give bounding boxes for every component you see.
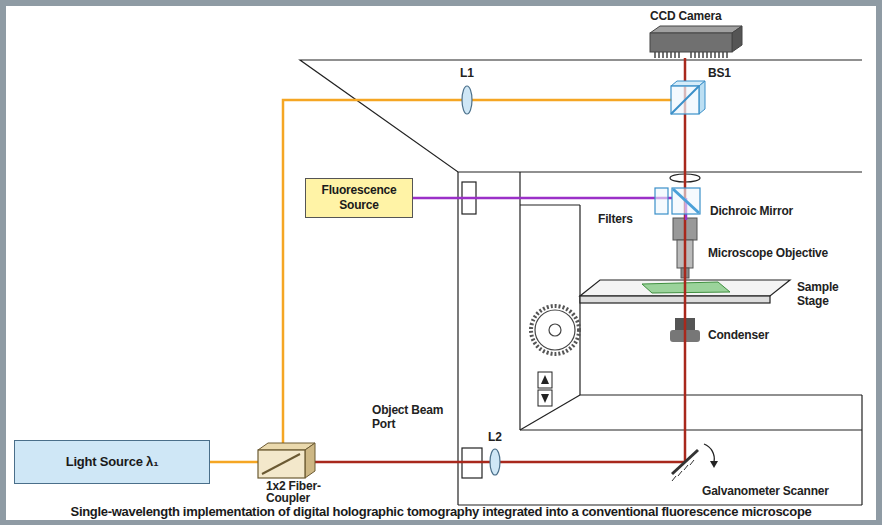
ccd-camera	[650, 26, 742, 33]
fiber-coupler	[262, 454, 300, 474]
arrow-button	[541, 375, 549, 384]
part-label: Object Beam Port	[372, 403, 456, 431]
fiber-coupler	[305, 443, 315, 478]
rotation-arrow	[704, 444, 714, 462]
lens	[490, 449, 500, 475]
figure-caption: Single-wavelength implementation of digi…	[8, 505, 874, 519]
box-label: Fluorescence Source	[314, 183, 404, 213]
arrow-button	[541, 394, 549, 403]
red-beam	[684, 58, 687, 462]
beam-splitter	[671, 86, 699, 114]
arrow-button	[538, 372, 552, 388]
fluorescence-beam	[413, 197, 672, 200]
part-label: Sample Stage	[797, 280, 859, 308]
part-label: Dichroic Mirror	[710, 204, 793, 218]
source-box: Fluorescence Source	[305, 178, 413, 218]
rotation-arrow	[710, 461, 718, 468]
focus-knob	[535, 310, 575, 350]
beam-splitter	[699, 81, 705, 114]
ccd-camera	[650, 33, 732, 52]
part-label: CCD Camera	[650, 9, 721, 23]
arrow-button	[538, 390, 552, 406]
box-label: Light Source λ₁	[66, 454, 159, 470]
part-label: L1	[460, 66, 474, 80]
sample-stage	[580, 296, 770, 303]
part-label: BS1	[708, 66, 731, 80]
part-label: Galvanometer Scanner	[702, 484, 829, 498]
ccd-camera	[732, 26, 742, 52]
fiber-coupler	[258, 450, 305, 478]
dichroic-cube	[672, 188, 700, 214]
ccd-pins	[655, 52, 727, 58]
part-label: L2	[488, 430, 502, 444]
part-label: 1x2 Fiber-Coupler	[266, 480, 334, 504]
part-label: Microscope Objective	[708, 246, 828, 260]
dichroic-mirror	[673, 189, 699, 213]
focus-knob	[531, 306, 579, 354]
lens	[462, 86, 472, 114]
part-label: Filters	[598, 212, 633, 226]
galvo-mirror	[672, 450, 698, 474]
focus-knob	[549, 324, 561, 336]
beam-splitter	[671, 86, 699, 114]
part-label: Condenser	[708, 328, 769, 342]
shelf-plane	[300, 60, 862, 172]
orange-beam	[283, 100, 672, 446]
orange-beam	[210, 461, 258, 464]
galvo-mirror	[672, 460, 694, 481]
microscope-body	[458, 172, 862, 505]
source-box: Light Source λ₁	[14, 440, 210, 484]
filter	[655, 188, 668, 214]
